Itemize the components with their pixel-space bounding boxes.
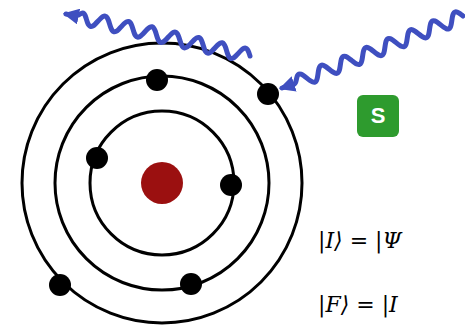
state-formula: |I⟩ = |Ψ [318,228,402,253]
box-label: S [371,103,386,129]
state-box: S [357,95,399,137]
photon-wave [282,12,463,88]
orbit-ring [22,43,302,323]
photon-wave [66,13,250,59]
electron [86,147,108,169]
state-formula: |F⟩ = |I [318,292,398,317]
orbit-ring [90,111,234,255]
electron [49,274,71,296]
orbit-rings [22,43,302,323]
orbit-ring [55,76,269,290]
nucleus [141,162,183,204]
photon-waves [66,12,463,88]
electron [180,273,202,295]
electron [257,83,279,105]
electron [146,69,168,91]
electron [220,174,242,196]
